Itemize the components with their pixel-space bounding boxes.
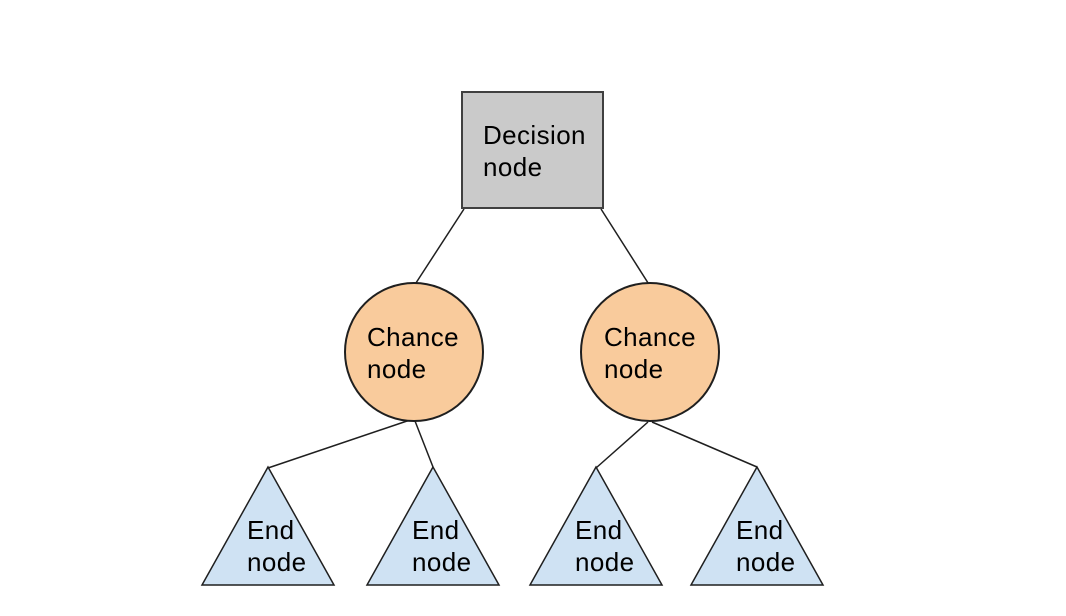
end-node-2-label: End node bbox=[412, 515, 472, 577]
edge-chance-left-to-end-1 bbox=[267, 419, 411, 469]
edge-decision-to-chance-left bbox=[413, 208, 465, 287]
decision-node-shape bbox=[461, 91, 604, 209]
chance-node-left-label: Chance node bbox=[367, 322, 460, 384]
end-node-4-label: End node bbox=[736, 515, 796, 577]
edge-decision-to-chance-right bbox=[600, 208, 651, 287]
end-node-3-label: End node bbox=[575, 515, 635, 577]
edge-chance-right-to-end-4 bbox=[651, 421, 758, 468]
end-node-3-shape bbox=[528, 465, 664, 586]
end-node-1-shape bbox=[200, 465, 336, 586]
end-node-2-shape bbox=[365, 465, 501, 586]
edge-chance-right-to-end-3 bbox=[595, 421, 649, 469]
end-node-4-shape bbox=[689, 465, 825, 586]
chance-node-left-shape bbox=[344, 282, 484, 422]
decision-node-label: Decision node bbox=[483, 120, 586, 182]
end-node-1-label: End node bbox=[247, 515, 307, 577]
chance-node-right-shape bbox=[580, 282, 720, 422]
edge-chance-left-to-end-2 bbox=[414, 420, 434, 468]
chance-node-right-label: Chance node bbox=[604, 322, 697, 384]
